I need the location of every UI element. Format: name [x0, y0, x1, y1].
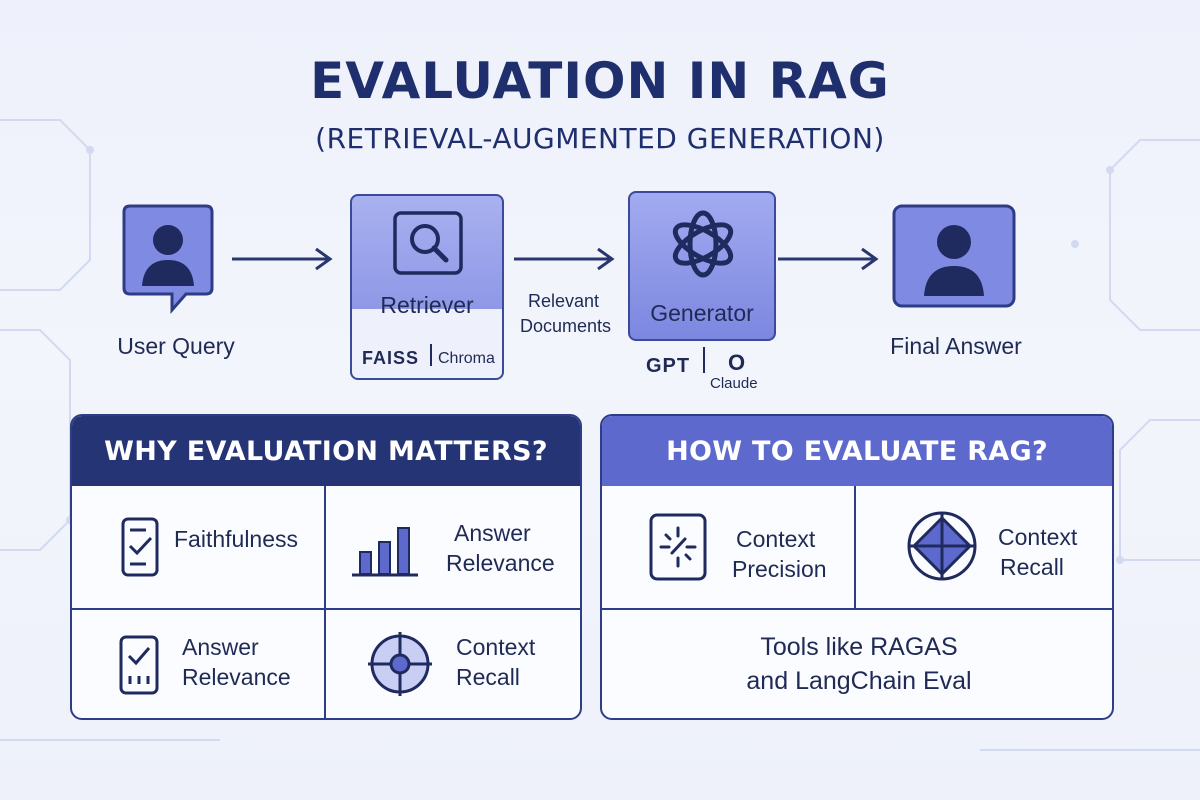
page-subtitle: (RETRIEVAL-AUGMENTED GENERATION) [315, 122, 885, 155]
clipboard-check-icon [119, 635, 159, 695]
why-item-faithfulness-label: Faithfulness [174, 526, 299, 552]
arrow-query-to-retriever [232, 247, 333, 271]
openai-knot-icon [672, 210, 734, 278]
retriever-label: Retriever [380, 292, 474, 318]
how-item-context-precision: Context Precision [602, 486, 854, 608]
person-icon [142, 225, 194, 286]
how-item-precision-label-2: Precision [732, 554, 827, 584]
why-grid-hline [72, 608, 580, 610]
how-item-precision-label-1: Context [736, 524, 815, 554]
user-query-node [122, 204, 214, 314]
retriever-tool-faiss: FAISS [362, 348, 420, 368]
bar-chart-icon [352, 527, 418, 577]
retriever-tool-divider [430, 344, 432, 366]
why-item-answer-relevance-label-2: Relevance [446, 548, 555, 578]
tools-line-1: Tools like RAGAS [760, 633, 958, 661]
how-item-context-recall: Context Recall [856, 486, 1112, 608]
label-line-2: Precision [732, 556, 827, 582]
label-line-2: Recall [456, 664, 520, 690]
target-icon [907, 511, 977, 581]
final-answer-node [892, 204, 1016, 308]
relevant-documents-label-line2: Documents [520, 316, 612, 336]
how-tools-note: Tools like RAGAS and LangChain Eval [602, 610, 1112, 718]
final-answer-label: Final Answer [890, 333, 1022, 359]
precision-burst-icon [649, 513, 707, 581]
why-item-context-label-1: Context [456, 632, 535, 662]
retriever-node: Retriever FAISS Chroma [350, 194, 504, 380]
arrow-generator-to-answer [778, 247, 879, 271]
label-line-1: Answer [182, 634, 259, 660]
relevant-documents-label-line1: Relevant [528, 291, 600, 311]
generator-model-gpt: GPT [646, 355, 691, 377]
how-grid-vline [854, 486, 856, 608]
label-line-1: Context [998, 524, 1078, 550]
how-item-recall-label-2: Recall [1000, 552, 1064, 582]
why-item-faithfulness: Faithfulness [72, 486, 324, 608]
tools-line-2: and LangChain Eval [746, 667, 972, 695]
how-panel-heading: HOW TO EVALUATE RAG? [602, 416, 1112, 486]
how-grid-hline [602, 608, 1112, 610]
why-item-context-recall: Context Recall [326, 610, 580, 718]
label-line-1: Context [736, 526, 816, 552]
generator-node: Generator [628, 191, 776, 341]
why-item-answer-relevance-label-1: Answer [454, 518, 531, 548]
generator-label: Generator [650, 300, 754, 326]
why-item-context-label-2: Recall [456, 662, 520, 692]
why-item-relevance-label-2: Relevance [182, 662, 291, 692]
label-line-2: Relevance [182, 664, 291, 690]
why-item-answer-relevance-chart: Answer Relevance [326, 486, 580, 608]
label-line-1: Answer [454, 520, 531, 546]
checklist-document-icon [121, 517, 159, 577]
generator-model-claude: Claude [710, 375, 758, 392]
how-to-evaluate-panel: HOW TO EVALUATE RAG? Context Precision [600, 414, 1114, 720]
crosshair-target-icon [368, 632, 432, 696]
person-icon [924, 225, 984, 296]
why-grid-vline [324, 486, 326, 718]
retriever-tool-chroma: Chroma [438, 350, 495, 367]
label-line-2: Relevance [446, 550, 555, 576]
label-line-2: Recall [1000, 554, 1064, 580]
why-item-answer-relevance-clipboard: Answer Relevance [72, 610, 324, 718]
how-item-recall-label-1: Context [998, 522, 1077, 552]
generator-model-o: O [728, 350, 746, 375]
generator-model-divider [703, 347, 705, 373]
search-icon [393, 211, 463, 275]
arrow-retriever-to-generator [514, 247, 615, 271]
why-evaluation-panel: WHY EVALUATION MATTERS? Faithfulness Ans… [70, 414, 582, 720]
label-line-1: Context [456, 634, 536, 660]
why-panel-heading: WHY EVALUATION MATTERS? [72, 416, 580, 486]
page-title: EVALUATION IN RAG [310, 52, 890, 110]
why-item-relevance-label-1: Answer [182, 632, 259, 662]
user-query-label: User Query [117, 333, 235, 359]
